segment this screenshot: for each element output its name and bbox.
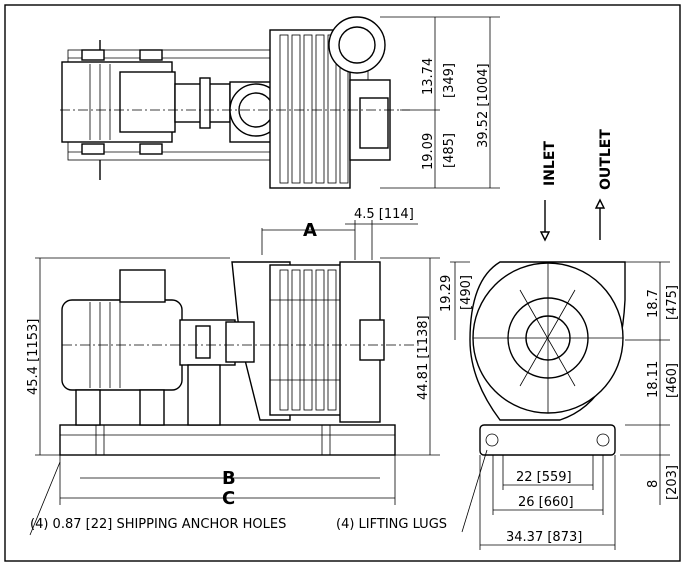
dim-13-74: 13.74 xyxy=(421,58,436,95)
dim-39-52: 39.52 [1004] xyxy=(476,63,491,148)
dim-475: [475] xyxy=(665,285,680,320)
end-base xyxy=(479,424,616,456)
dim-44-81: 44.81 [1138] xyxy=(416,315,431,400)
dim-4-5: 4.5 [114] xyxy=(354,207,414,222)
dim-19-09: 19.09 xyxy=(421,133,436,170)
dim-349: [349] xyxy=(442,63,457,98)
dim-485: [485] xyxy=(442,133,457,168)
outlet-label: OUTLET xyxy=(598,129,614,190)
dim-460: [460] xyxy=(665,363,680,398)
dim-19-29: 19.29 xyxy=(439,275,454,312)
dim-18-11: 18.11 xyxy=(646,361,661,398)
dim-45-4: 45.4 [1153] xyxy=(26,319,41,395)
dim-34-37: 34.37 [873] xyxy=(506,530,582,545)
pump-cylinders-side xyxy=(269,264,349,416)
dim-22: 22 [559] xyxy=(516,470,572,485)
dim-203: [203] xyxy=(665,465,680,500)
end-view: INLET OUTLET 19.29 [490] 18.7 [475] 18.1… xyxy=(336,129,680,550)
note-lifting-lugs: (4) LIFTING LUGS xyxy=(336,517,447,532)
top-view: 13.74 [349] 19.09 [485] 39.52 [1004] xyxy=(60,16,500,189)
dim-a: A xyxy=(303,220,317,241)
side-view: A 4.5 [114] 45.4 [1153] 44.81 [1138] xyxy=(26,207,440,536)
dim-26: 26 [660] xyxy=(518,495,574,510)
dim-8: 8 xyxy=(646,480,661,488)
inlet-label: INLET xyxy=(542,141,558,186)
dim-b: B xyxy=(222,468,236,489)
dim-490: [490] xyxy=(459,275,474,310)
drawing-border xyxy=(4,4,681,562)
dim-c: C xyxy=(222,488,235,509)
note-anchor-holes: (4) 0.87 [22] SHIPPING ANCHOR HOLES xyxy=(30,517,286,532)
base-frame xyxy=(59,424,396,456)
dim-18-7: 18.7 xyxy=(646,289,661,318)
